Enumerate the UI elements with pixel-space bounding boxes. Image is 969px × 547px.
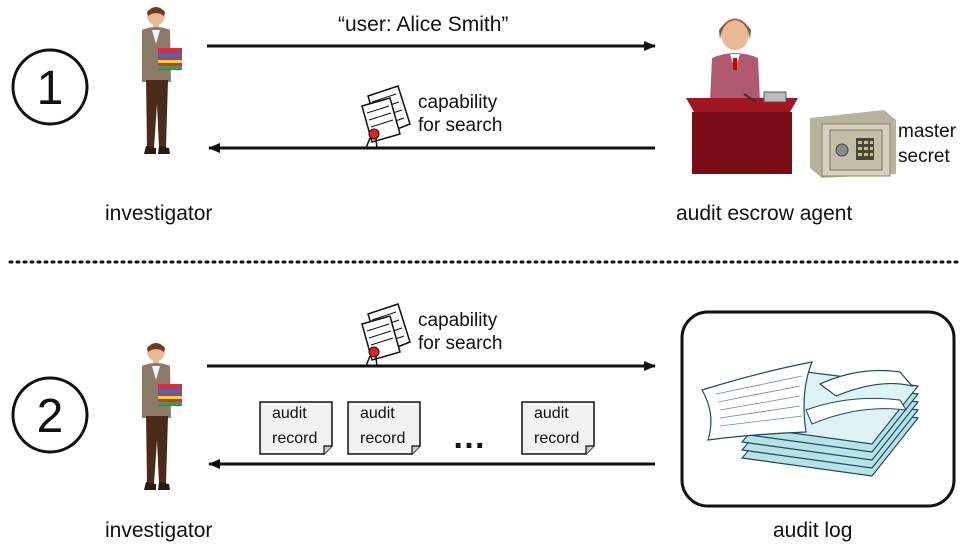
capability-label-line1: capability: [418, 92, 498, 113]
safe-label-line1: master: [898, 121, 957, 142]
record-label-line1: audit: [360, 405, 395, 422]
person-icon: [142, 7, 182, 154]
person-icon: [142, 343, 182, 490]
certificate-icon: [361, 303, 411, 368]
capability-label-line2: for search: [418, 115, 503, 136]
capability-label-line2: for search: [418, 333, 503, 354]
record-label-line2: record: [360, 430, 406, 447]
record-label-line2: record: [534, 430, 580, 447]
ellipsis: …: [452, 418, 486, 456]
record-label-line2: record: [272, 430, 318, 447]
capability-label-line1: capability: [418, 310, 498, 331]
safe-icon: [810, 110, 896, 178]
escrow-agent-label: audit escrow agent: [676, 202, 853, 225]
step1-circle: [11, 48, 89, 126]
investigator-label: investigator: [105, 202, 213, 225]
request-message: “user: Alice Smith”: [338, 13, 509, 36]
audit-log-label: audit log: [773, 519, 853, 542]
desk-agent-icon: [686, 18, 798, 174]
step2-number: 2: [37, 390, 64, 443]
record-label-line1: audit: [534, 405, 569, 422]
step2-circle: [11, 376, 89, 454]
certificate-icon: [361, 85, 411, 150]
step1-number: 1: [37, 62, 64, 115]
record-label-line1: audit: [272, 405, 307, 422]
investigator-label: investigator: [105, 519, 213, 542]
paper-stack-icon: [701, 361, 920, 477]
safe-label-line2: secret: [898, 146, 950, 167]
